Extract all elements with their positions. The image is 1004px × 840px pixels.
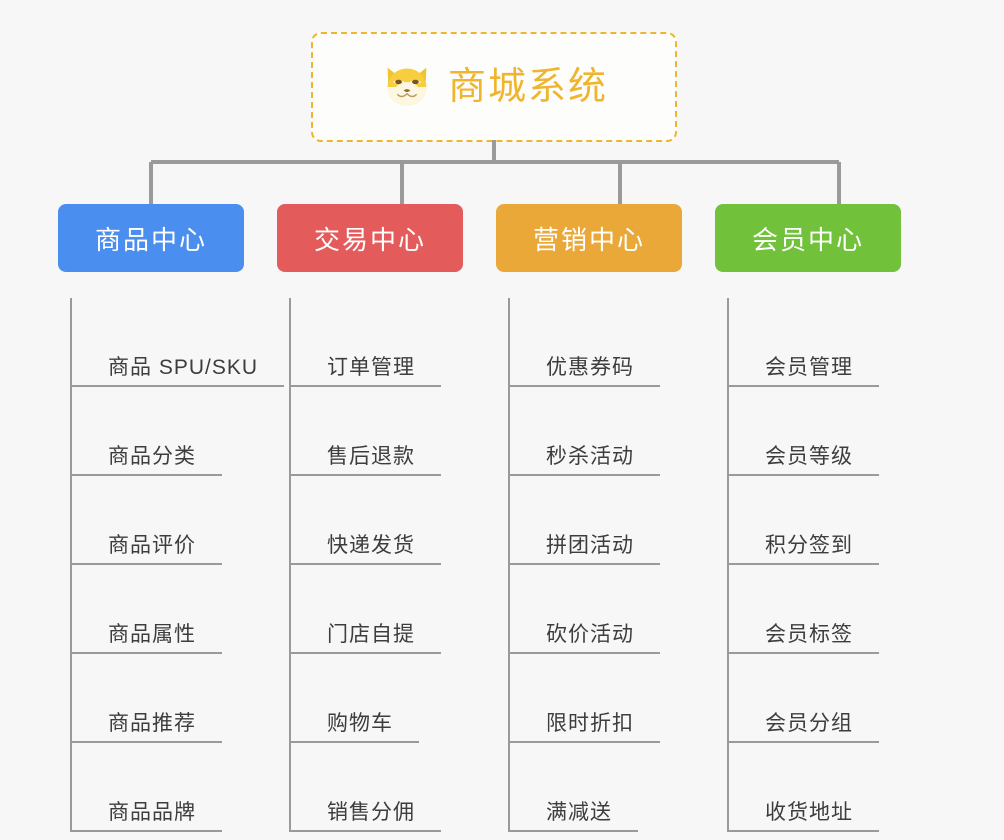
list-item[interactable]: 会员分组 (729, 654, 934, 743)
leaf-label: 商品推荐 (72, 712, 222, 743)
branch-header-3[interactable]: 会员中心 (715, 204, 901, 272)
list-item[interactable]: 砍价活动 (510, 565, 715, 654)
leaf-label: 门店自提 (291, 623, 441, 654)
list-item[interactable]: 会员管理 (729, 298, 934, 387)
leaf-label: 商品评价 (72, 534, 222, 565)
leaf-label: 订单管理 (291, 356, 441, 387)
leaf-label: 销售分佣 (291, 801, 441, 832)
branch-header-2[interactable]: 营销中心 (496, 204, 682, 272)
list-item[interactable]: 门店自提 (291, 565, 496, 654)
leaf-label: 会员管理 (729, 356, 879, 387)
list-item[interactable]: 购物车 (291, 654, 496, 743)
root-title: 商城系统 (447, 66, 608, 108)
leaf-label: 商品分类 (72, 445, 222, 476)
branch-columns: 商品中心 商品 SPU/SKU 商品分类 商品评价 商品属性 商品推荐 (0, 204, 1004, 840)
list-item[interactable]: 订单管理 (291, 298, 496, 387)
branch-header-1[interactable]: 交易中心 (277, 204, 463, 272)
leaf-list-2: 优惠券码 秒杀活动 拼团活动 砍价活动 限时折扣 满减送 (508, 298, 715, 832)
list-item[interactable]: 售后退款 (291, 387, 496, 476)
list-item[interactable]: 秒杀活动 (510, 387, 715, 476)
connector-lines (149, 140, 841, 204)
list-item[interactable]: 优惠券码 (510, 298, 715, 387)
branch-header-label: 会员中心 (751, 224, 864, 255)
list-item[interactable]: 商品分类 (72, 387, 277, 476)
list-item[interactable]: 满减送 (510, 743, 715, 832)
leaf-label: 会员等级 (729, 445, 879, 476)
leaf-label: 商品 SPU/SKU (72, 356, 285, 387)
list-item[interactable]: 积分签到 (729, 476, 934, 565)
list-item[interactable]: 商品 SPU/SKU (72, 298, 285, 387)
shiba-inu-face-icon (387, 67, 427, 106)
list-item[interactable]: 销售分佣 (291, 743, 496, 832)
list-item[interactable]: 会员标签 (729, 565, 934, 654)
list-item[interactable]: 会员等级 (729, 387, 934, 476)
branch-column-0: 商品中心 商品 SPU/SKU 商品分类 商品评价 商品属性 商品推荐 (58, 204, 285, 840)
leaf-label: 优惠券码 (510, 356, 660, 387)
leaf-list-1: 订单管理 售后退款 快递发货 门店自提 购物车 销售分佣 (289, 298, 496, 832)
leaf-label: 售后退款 (291, 445, 441, 476)
leaf-label: 购物车 (291, 712, 419, 743)
leaf-label: 积分签到 (729, 534, 879, 565)
branch-column-2: 营销中心 优惠券码 秒杀活动 拼团活动 砍价活动 限时折扣 (496, 204, 715, 840)
list-item[interactable]: 商品评价 (72, 476, 277, 565)
leaf-label: 收货地址 (729, 801, 879, 832)
leaf-label: 商品属性 (72, 623, 222, 654)
leaf-label: 快递发货 (291, 534, 441, 565)
branch-header-0[interactable]: 商品中心 (58, 204, 244, 272)
branch-column-1: 交易中心 订单管理 售后退款 快递发货 门店自提 购物车 (277, 204, 496, 840)
leaf-label: 秒杀活动 (510, 445, 660, 476)
root-node[interactable]: 商城系统 (311, 32, 677, 142)
leaf-label: 商品品牌 (72, 801, 222, 832)
leaf-label: 会员标签 (729, 623, 879, 654)
leaf-list-3: 会员管理 会员等级 积分签到 会员标签 会员分组 收货地址 (727, 298, 934, 832)
list-item[interactable]: 商品属性 (72, 565, 277, 654)
leaf-label: 砍价活动 (510, 623, 660, 654)
leaf-label: 会员分组 (729, 712, 879, 743)
branch-column-3: 会员中心 会员管理 会员等级 积分签到 会员标签 会员分组 (715, 204, 934, 840)
branch-header-label: 商品中心 (94, 224, 207, 255)
leaf-label: 满减送 (510, 801, 638, 832)
branch-header-label: 营销中心 (532, 224, 645, 255)
list-item[interactable]: 快递发货 (291, 476, 496, 565)
leaf-list-0: 商品 SPU/SKU 商品分类 商品评价 商品属性 商品推荐 商品品牌 (70, 298, 285, 832)
list-item[interactable]: 限时折扣 (510, 654, 715, 743)
list-item[interactable]: 商品推荐 (72, 654, 277, 743)
list-item[interactable]: 拼团活动 (510, 476, 715, 565)
list-item[interactable]: 商品品牌 (72, 743, 277, 832)
leaf-label: 拼团活动 (510, 534, 660, 565)
branch-header-label: 交易中心 (313, 224, 426, 255)
leaf-label: 限时折扣 (510, 712, 660, 743)
list-item[interactable]: 收货地址 (729, 743, 934, 832)
